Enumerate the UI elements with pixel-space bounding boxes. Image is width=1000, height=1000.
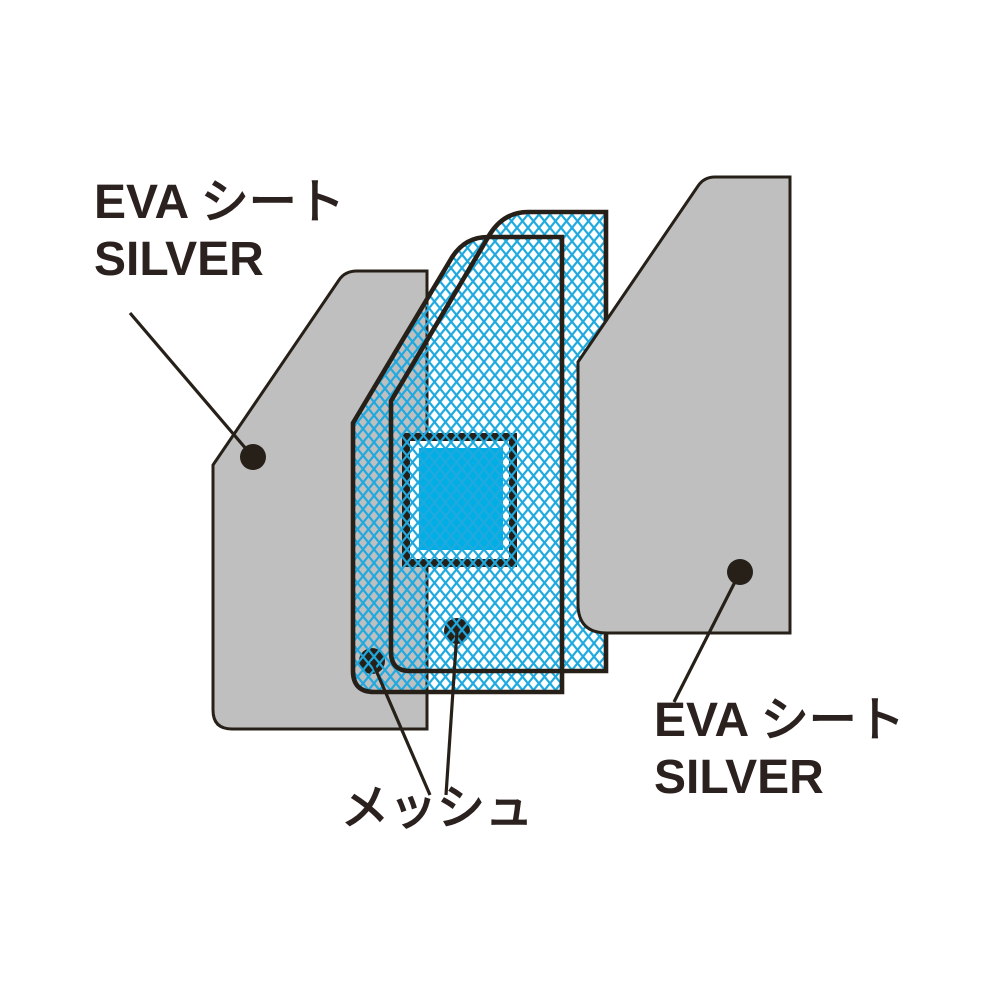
leader-line-mesh-front	[370, 660, 432, 796]
label-mesh-text: メッシュ	[341, 782, 534, 835]
label-left-eva-line2: SILVER	[94, 233, 264, 286]
label-mesh: メッシュ	[341, 780, 533, 837]
label-right-eva-line2: SILVER	[654, 751, 824, 804]
mesh-layer-front-outline	[350, 234, 565, 695]
leader-line-mesh-back	[444, 630, 459, 796]
label-right-eva-sheet: EVA シート SILVER	[654, 692, 905, 806]
mesh-crosshatch	[353, 212, 606, 692]
leader-line-left-eva	[128, 311, 255, 459]
label-left-eva-line1: EVA シート	[94, 176, 345, 229]
mesh-layer-back-outline	[388, 209, 609, 674]
right-eva-sheet	[576, 175, 792, 635]
leader-line-right-eva	[672, 571, 742, 703]
label-left-eva-sheet: EVA シート SILVER	[94, 174, 345, 288]
label-right-eva-line1: EVA シート	[654, 694, 905, 747]
